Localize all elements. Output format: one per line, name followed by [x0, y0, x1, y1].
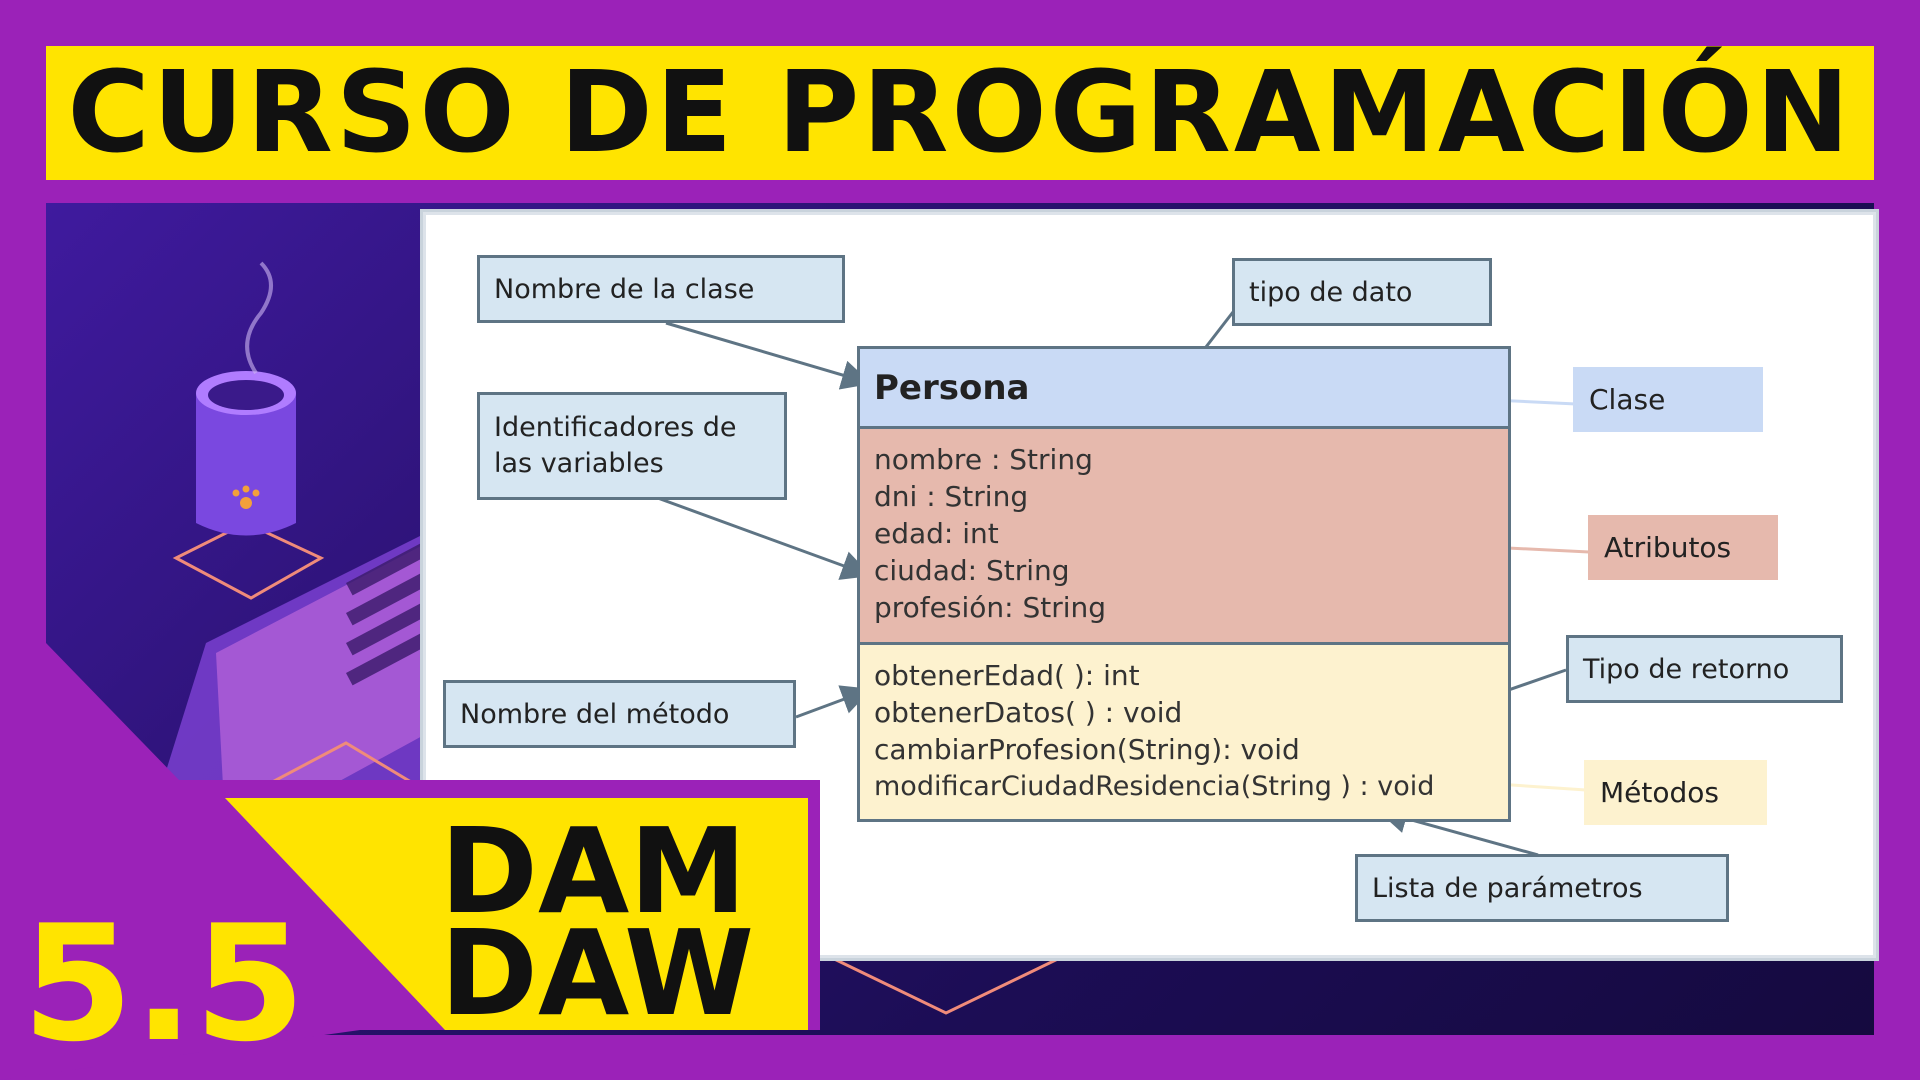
- label-text: Tipo de retorno: [1583, 653, 1790, 685]
- badge-shape: [0, 780, 820, 1080]
- legend-text: Clase: [1589, 383, 1666, 416]
- legend-text: Métodos: [1600, 776, 1719, 809]
- label-tipo-dato: tipo de dato: [1232, 258, 1492, 326]
- label-nombre-clase: Nombre de la clase: [477, 255, 845, 323]
- label-nombre-metodo: Nombre del método: [443, 680, 796, 748]
- attribute-item: edad: int: [874, 517, 999, 550]
- label-text: tipo de dato: [1249, 276, 1413, 308]
- label-text: Identificadores de las variables: [494, 412, 737, 479]
- class-name: Persona: [874, 367, 1030, 408]
- method-item: obtenerDatos( ) : void: [874, 696, 1183, 729]
- uml-methods: obtenerEdad( ): int obtenerDatos( ) : vo…: [857, 645, 1511, 822]
- lesson-number: 5.5: [22, 890, 306, 1077]
- method-item: modificarCiudadResidencia(String ) : voi…: [874, 771, 1435, 802]
- label-tipo-retorno: Tipo de retorno: [1566, 635, 1843, 703]
- attribute-item: profesión: String: [874, 591, 1107, 624]
- attribute-item: ciudad: String: [874, 554, 1070, 587]
- uml-class-header: Persona: [857, 346, 1511, 429]
- legend-metodos: Métodos: [1584, 760, 1767, 825]
- badge-daw: DAW: [440, 904, 755, 1042]
- method-item: obtenerEdad( ): int: [874, 659, 1140, 692]
- title-banner: CURSO DE PROGRAMACIÓN: [46, 46, 1874, 180]
- legend-text: Atributos: [1604, 531, 1732, 564]
- attribute-item: dni : String: [874, 480, 1029, 513]
- label-text: Nombre del método: [460, 698, 730, 730]
- badge-dam: DAM: [440, 802, 747, 940]
- method-item: cambiarProfesion(String): void: [874, 733, 1300, 766]
- legend-clase: Clase: [1573, 367, 1763, 432]
- legend-atributos: Atributos: [1588, 515, 1778, 580]
- uml-attributes: nombre : String dni : String edad: int c…: [857, 429, 1511, 645]
- label-identificadores: Identificadores de las variables: [477, 392, 787, 500]
- attribute-item: nombre : String: [874, 443, 1093, 476]
- label-text: Lista de parámetros: [1372, 872, 1643, 904]
- label-lista-parametros: Lista de parámetros: [1355, 854, 1729, 922]
- label-text: Nombre de la clase: [494, 273, 755, 305]
- course-title: CURSO DE PROGRAMACIÓN: [67, 48, 1853, 178]
